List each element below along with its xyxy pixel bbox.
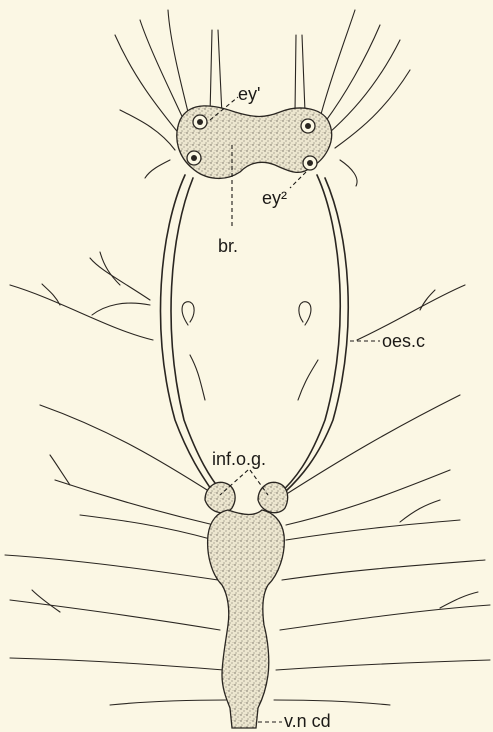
ventral-nerve-cord [208, 510, 285, 728]
label-ey1: ey' [238, 84, 260, 104]
label-br: br. [218, 236, 238, 256]
label-infog: inf.o.g. [212, 449, 266, 469]
label-oesc: oes.c [382, 331, 425, 351]
infra-oesophageal-ganglion-left [205, 482, 235, 512]
label-vncd: v.n cd [284, 711, 331, 731]
label-ey2: ey² [262, 188, 287, 208]
infra-oesophageal-ganglion-right [258, 482, 288, 512]
oesophageal-connectives [161, 175, 349, 495]
left-loop [182, 302, 194, 325]
right-loop [299, 302, 311, 325]
